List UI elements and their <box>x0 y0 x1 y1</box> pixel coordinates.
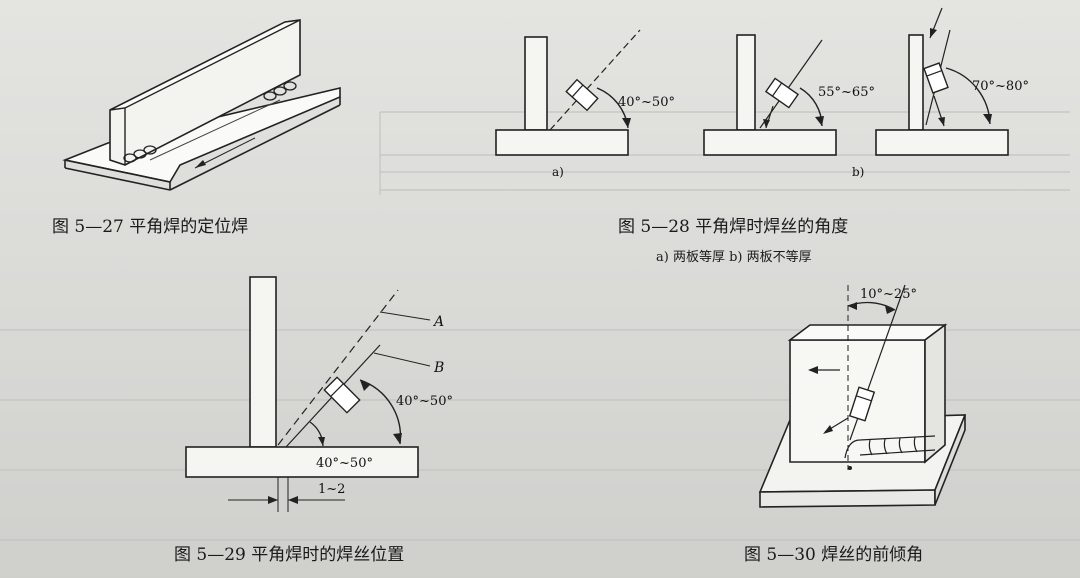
angle-label: 40°~50° <box>618 95 675 110</box>
welding-torch <box>323 376 361 414</box>
figure-caption: 图 5—28 平角焊时焊丝的角度 <box>618 217 849 237</box>
diagram-unequal-thickness-2: 70°~80° b) <box>852 7 1029 179</box>
subfigure-label-a: a) <box>552 165 564 179</box>
base-plate <box>185 446 419 478</box>
diagram-unequal-thickness-1: 55°~65° <box>703 34 875 156</box>
angle-label: 40°~50° <box>316 456 373 471</box>
figure-caption: 图 5—30 焊丝的前倾角 <box>744 545 924 565</box>
weld-bead <box>844 435 936 459</box>
line-label-b: B <box>433 360 444 376</box>
line-label-a: A <box>432 314 444 330</box>
angle-label: 70°~80° <box>972 79 1029 94</box>
gap-dimension-label: 1~2 <box>318 482 345 497</box>
angle-label: 40°~50° <box>396 394 453 409</box>
tack-weld <box>123 145 157 163</box>
arrow-line <box>194 137 256 169</box>
angle-label: 10°~25° <box>860 287 917 302</box>
diagram-equal-thickness: 40°~50° a) <box>495 29 675 179</box>
subfigure-label-b: b) <box>852 165 864 179</box>
welding-torch <box>848 386 876 422</box>
figure-subcaption: a) 两板等厚 b) 两板不等厚 <box>656 250 812 265</box>
figure-caption: 图 5—27 平角焊的定位焊 <box>52 217 249 237</box>
wire-position-line-a <box>277 289 399 446</box>
tack-weld <box>263 81 297 101</box>
figure-caption: 图 5—29 平角焊时的焊丝位置 <box>174 545 405 565</box>
angle-label: 55°~65° <box>818 85 875 100</box>
